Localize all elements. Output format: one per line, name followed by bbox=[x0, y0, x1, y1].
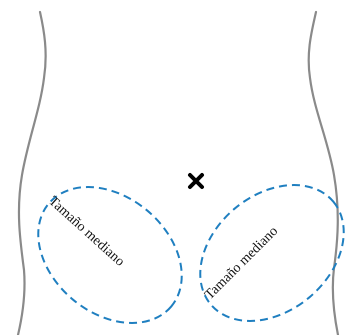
torso-outline-right bbox=[309, 12, 338, 335]
zone-right-label: Tamaño mediano bbox=[202, 224, 281, 303]
x-mark-icon bbox=[190, 175, 202, 187]
zone-left-label: Tamaño mediano bbox=[45, 194, 127, 270]
torso-outline-left bbox=[18, 12, 46, 335]
